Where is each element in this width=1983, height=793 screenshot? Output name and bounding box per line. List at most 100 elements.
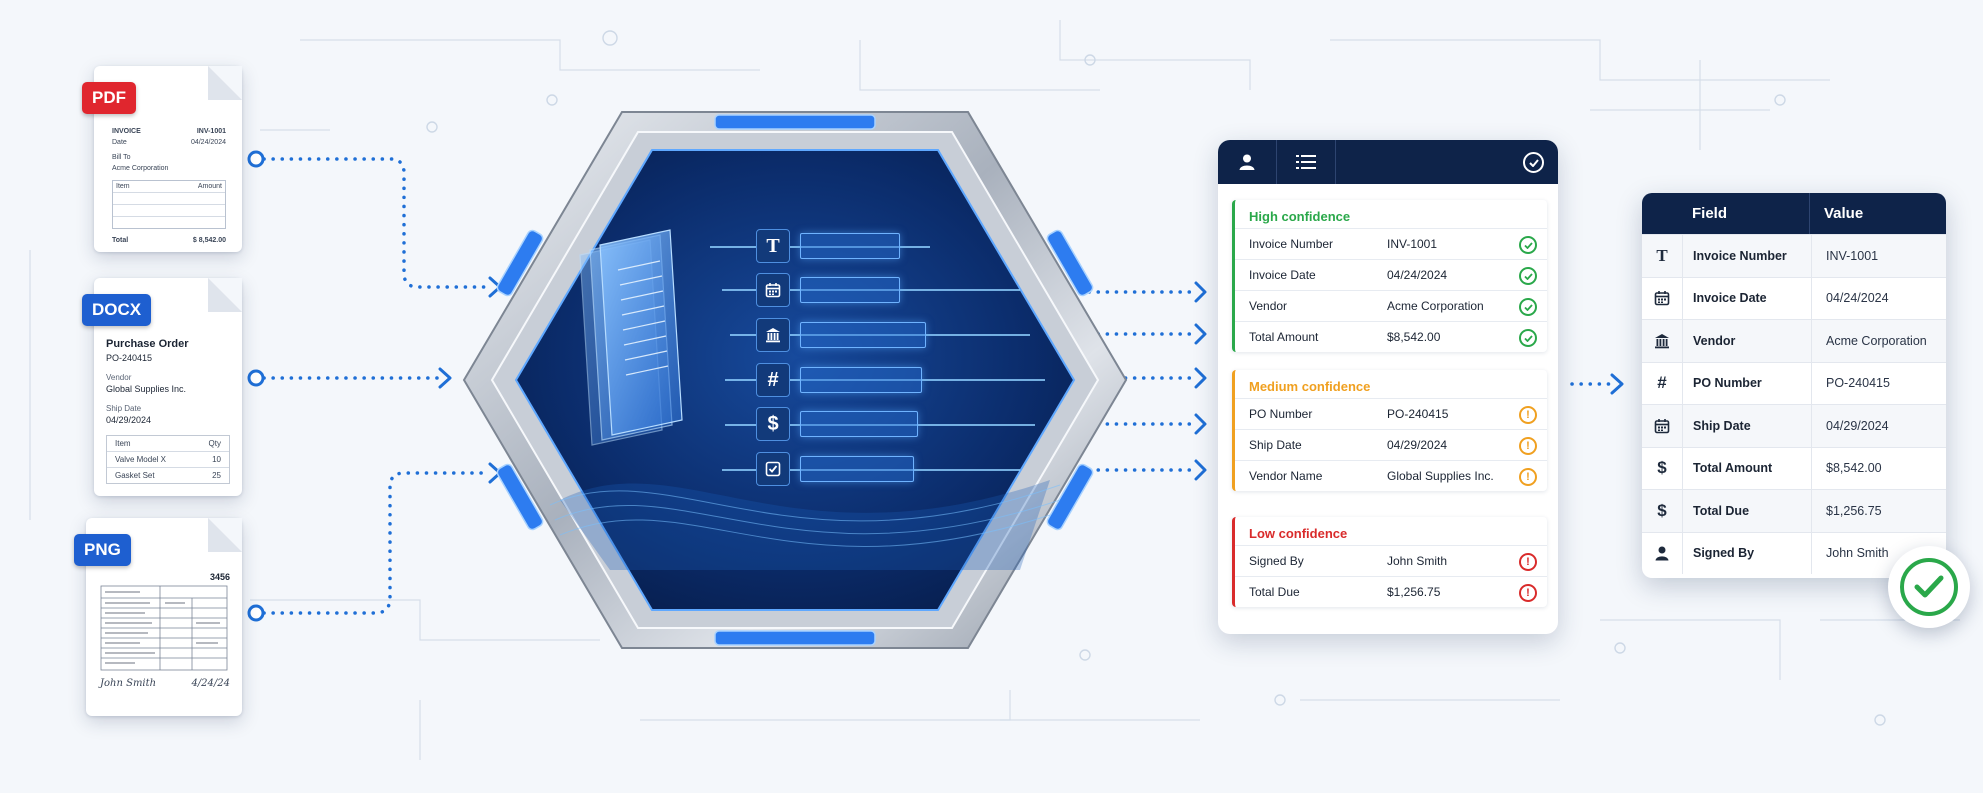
docx-document-card: DOCX Purchase Order PO-240415 Vendor Glo… [82,278,242,496]
hash-icon: # [1642,362,1683,404]
field-name: Total Amount [1249,330,1319,344]
po-number: PO-240415 [106,353,153,363]
col-field: Field [1642,193,1810,234]
extraction-processor [462,111,1128,649]
date-label: Date [112,139,127,146]
calendar-icon [1642,277,1683,319]
output-field-name: Signed By [1683,532,1812,574]
person-icon[interactable] [1218,140,1277,184]
output-row[interactable]: $Total Due$1,256.75 [1642,489,1946,532]
text-icon: T [1642,235,1683,277]
handwritten-date: 4/24/24 [191,678,230,689]
error-circle-icon: ! [1519,584,1537,602]
bill-to-value: Acme Corporation [112,165,169,172]
field-name: Invoice Date [1249,268,1316,282]
confidence-row[interactable]: Vendor Acme Corporation [1235,290,1547,321]
check-circle-icon [1519,236,1537,254]
field-name: Total Due [1249,585,1300,599]
output-row[interactable]: Invoice Date 04/24/2024 [1642,276,1946,319]
group-title: Low confidence [1249,526,1348,541]
page-fold [208,518,242,552]
output-field-name: Invoice Number [1683,235,1812,277]
output-field-value: 04/24/2024 [1826,291,1889,306]
output-field-name: Ship Date [1683,405,1812,447]
png-tag: PNG [74,534,131,566]
bill-to-label: Bill To [112,154,131,161]
confidence-row[interactable]: Ship Date 04/29/2024! [1235,429,1547,460]
extracted-field-bar [800,322,926,348]
extracted-field-bar [800,277,900,303]
check-circle-icon [1519,298,1537,316]
warning-circle-icon: ! [1519,406,1537,424]
check-circle-icon[interactable] [1523,152,1544,173]
item-qty: 25 [212,471,221,480]
item-qty: 10 [212,455,221,464]
col-amount: Amount [197,183,222,190]
field-name: Ship Date [1249,438,1302,452]
field-value: 04/29/2024 [1387,438,1448,452]
invoice-title: INVOICE [112,128,141,135]
warning-circle-icon: ! [1519,437,1537,455]
vendor-value: Global Supplies Inc. [106,384,187,394]
confidence-row[interactable]: Signed By John Smith! [1235,545,1547,576]
field-name: Invoice Number [1249,237,1334,251]
scanned-form-graphic [100,585,228,671]
form-number: 3456 [209,572,230,582]
list-icon[interactable] [1277,140,1336,184]
col-value: Value [1824,205,1864,222]
output-row[interactable]: $Total Amount$8,542.00 [1642,446,1946,489]
hash-icon: # [756,363,790,397]
field-value: John Smith [1387,554,1448,568]
field-value: Global Supplies Inc. [1387,469,1494,483]
invoice-number: INV-1001 [196,128,226,135]
field-value: Acme Corporation [1387,299,1484,313]
col-item: Item [116,183,130,190]
confidence-row[interactable]: Total Due$1,256.75! [1235,576,1547,607]
error-circle-icon: ! [1519,553,1537,571]
png-document-card: PNG 3456 John Smith 4/24/24 [74,518,242,716]
group-title: High confidence [1249,209,1351,224]
output-field-value: INV-1001 [1826,248,1879,263]
field-name: Signed By [1249,554,1304,568]
pdf-tag: PDF [82,82,136,114]
check-circle-icon [1519,329,1537,347]
extracted-field-bar [800,367,922,393]
extracted-field-bar [800,456,914,482]
handwritten-signature: John Smith [100,678,157,689]
field-name: Vendor [1249,299,1288,313]
group-title: Medium confidence [1249,379,1371,394]
check-circle-icon [1900,558,1958,616]
output-field-name: Invoice Date [1683,277,1812,319]
dollar-icon: $ [756,407,790,441]
invoice-line-table: Item Amount [112,180,226,229]
extracted-field-bar [800,233,900,259]
output-field-value: $1,256.75 [1826,503,1882,518]
page-fold [208,278,242,312]
output-field-value: Acme Corporation [1826,333,1927,348]
dollar-icon: $ [1642,490,1683,532]
confidence-row[interactable]: Total Amount$8,542.00 [1235,321,1547,352]
po-title: Purchase Order [106,338,189,350]
person-icon [1642,532,1683,574]
dollar-icon: $ [1642,447,1683,489]
success-badge [1888,546,1970,628]
item-name: Gasket Set [115,471,155,480]
calendar-icon [756,273,790,307]
output-table-header: Field Value [1642,193,1946,234]
building-icon [1642,320,1683,362]
ship-date-value: 04/29/2024 [106,415,152,425]
